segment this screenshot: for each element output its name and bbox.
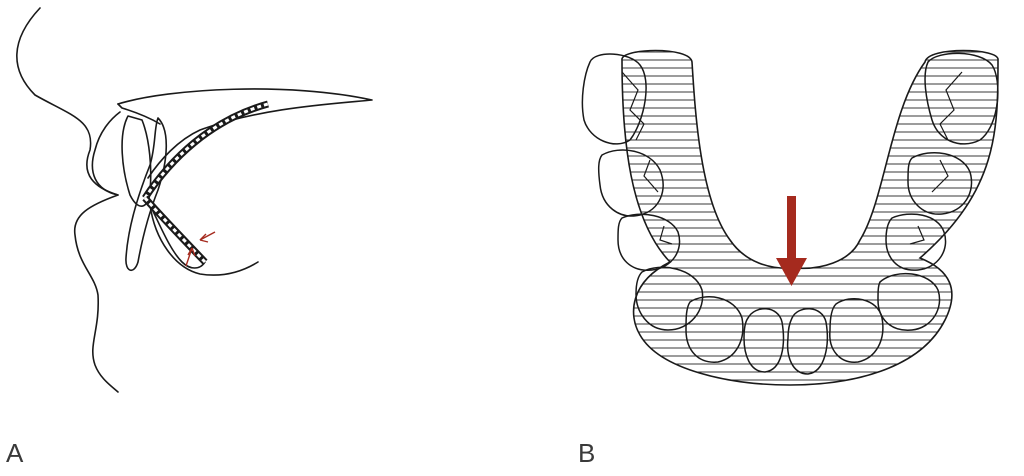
panel-label-b: B: [578, 438, 595, 469]
tooth: [599, 150, 663, 216]
red-arrow-icon: [200, 232, 215, 240]
face-profile-line: [17, 8, 118, 392]
sagittal-profile-drawing: [0, 0, 420, 476]
panel-a-diagram: [0, 0, 420, 476]
upper-lip: [92, 112, 120, 195]
direction-arrow-icon: [776, 196, 807, 286]
plate-outline: [622, 51, 998, 386]
tooth: [686, 297, 743, 362]
tooth: [636, 267, 703, 330]
tooth: [925, 53, 998, 144]
panel-label-a: A: [6, 438, 23, 469]
occlusal-view-drawing: [560, 0, 1024, 476]
panel-b-diagram: [560, 0, 1024, 476]
palate-plate: [118, 89, 372, 178]
tooth: [878, 274, 940, 331]
tooth: [618, 214, 680, 270]
